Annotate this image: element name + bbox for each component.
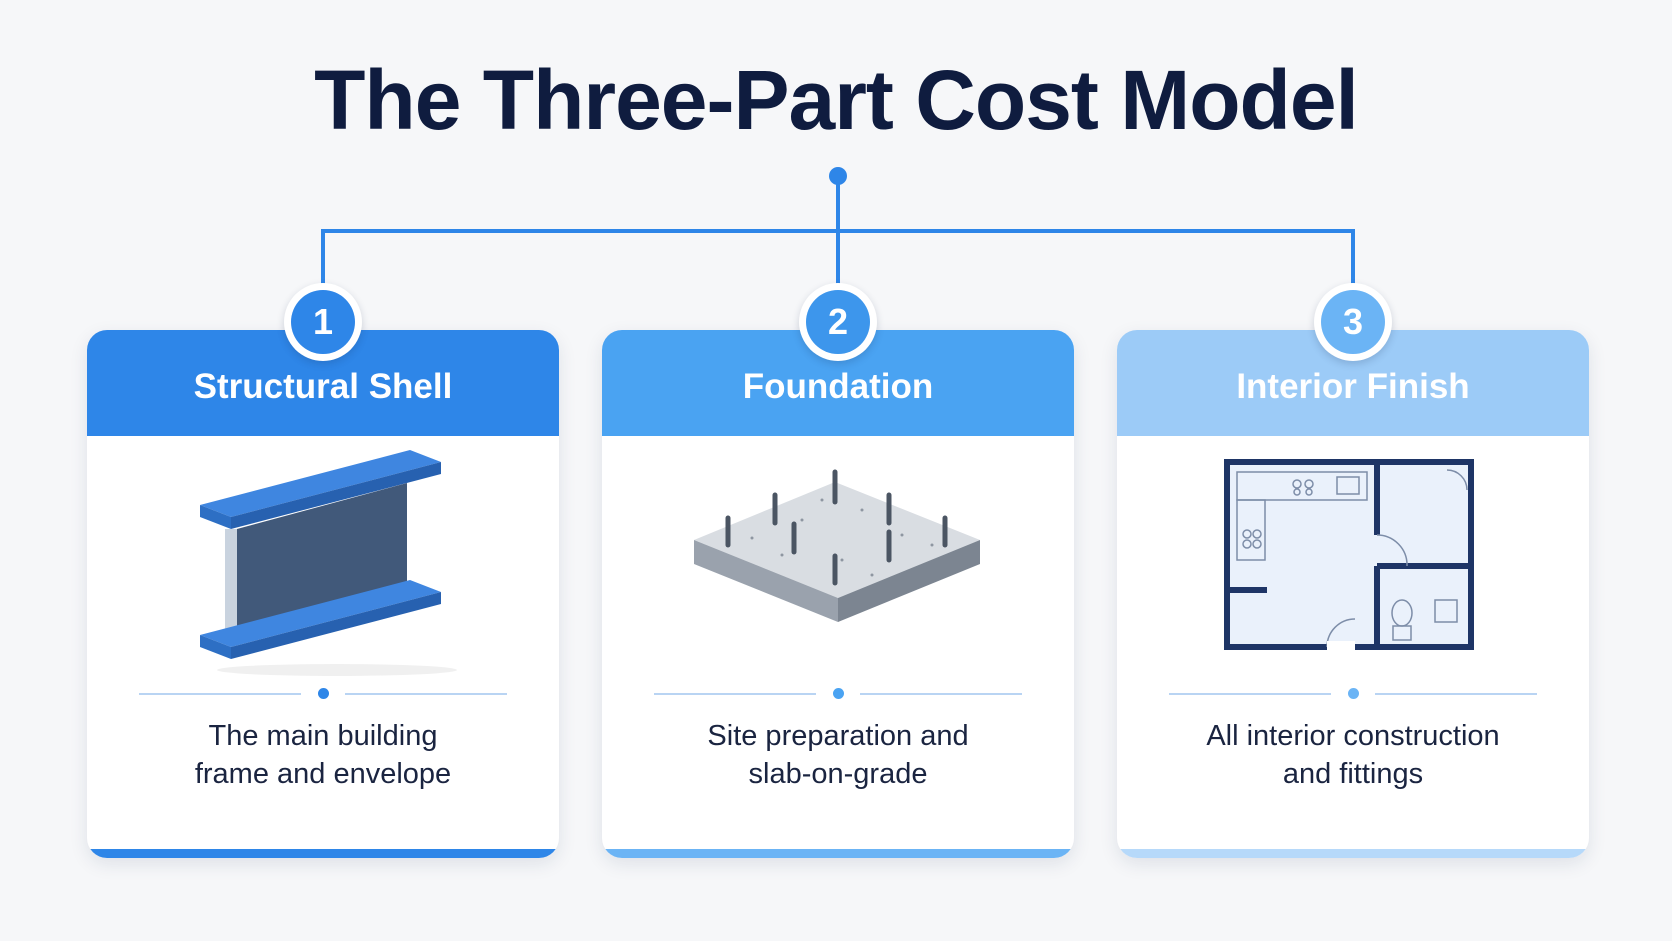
- connector-lines: [321, 176, 1355, 290]
- concrete-slab-icon: [694, 469, 980, 622]
- card-separator: [139, 688, 507, 700]
- card-foundation: Foundation Site preparation and slab-on-…: [602, 330, 1074, 858]
- card-interior-finish: Interior Finish All: [1117, 330, 1589, 858]
- card-structural-shell: Structural Shell The main building frame…: [87, 330, 559, 858]
- floor-plan-icon: [1224, 459, 1474, 653]
- card-bottom-bar: [1117, 849, 1589, 858]
- card-bottom-bar: [602, 849, 1074, 858]
- card-heading: Foundation: [602, 330, 1074, 436]
- step-badge-2: 2: [799, 283, 877, 361]
- card-bottom-bar: [87, 849, 559, 858]
- card-description: All interior construction and fittings: [1206, 720, 1500, 790]
- card-separator: [1169, 688, 1537, 700]
- page-title: The Three-Part Cost Model: [314, 53, 1359, 147]
- card-description: Site preparation and slab-on-grade: [707, 720, 969, 790]
- card-description: The main building frame and envelope: [194, 720, 452, 790]
- step-badge-3: 3: [1314, 283, 1392, 361]
- step-badge-1: 1: [284, 283, 362, 361]
- card-separator: [654, 688, 1022, 700]
- steel-i-beam-icon: [200, 450, 457, 676]
